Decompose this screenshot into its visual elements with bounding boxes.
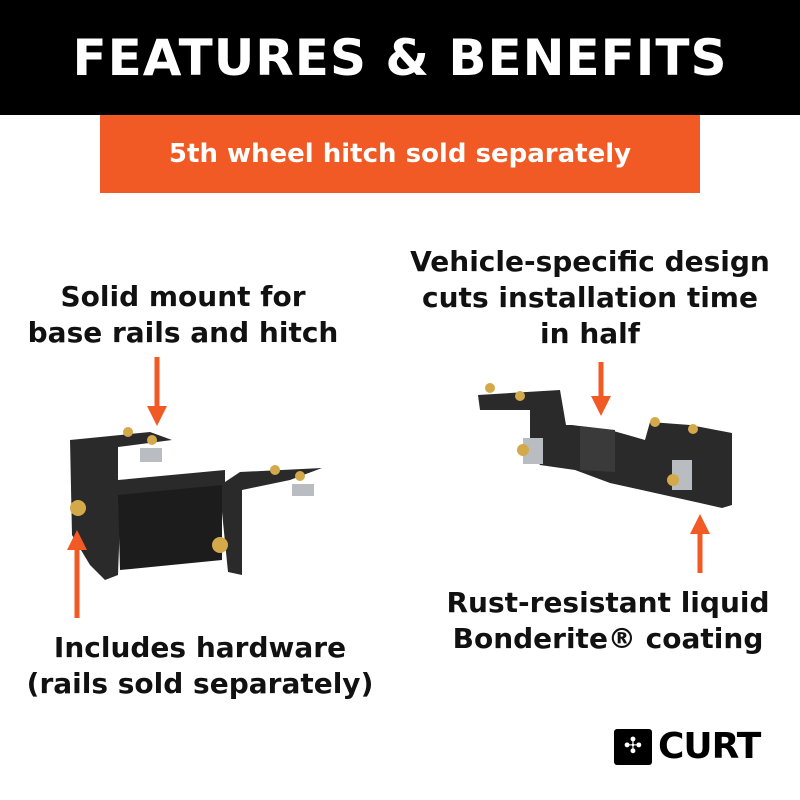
page-title: FEATURES & BENEFITS — [72, 28, 728, 87]
label-vehicle-specific: Vehicle-specific design cuts installatio… — [410, 244, 770, 352]
arrow-up-icon — [67, 530, 87, 618]
label-line: Bonderite® coating — [452, 622, 764, 655]
label-rust: Rust-resistant liquid Bonderite® coating — [446, 585, 769, 657]
label-solid-mount: Solid mount for base rails and hitch — [28, 279, 339, 351]
label-line: Vehicle-specific design — [410, 245, 770, 278]
arrow-down-icon — [147, 357, 167, 426]
arrow-down-icon — [591, 362, 611, 416]
label-line: Rust-resistant liquid — [446, 586, 770, 619]
right-bracket — [478, 383, 732, 508]
banner-text: 5th wheel hitch sold separately — [168, 139, 632, 169]
header-bar: FEATURES & BENEFITS — [0, 0, 800, 115]
label-hardware: Includes hardware (rails sold separately… — [27, 630, 374, 702]
arrow-up-icon — [690, 514, 710, 573]
notice-banner: 5th wheel hitch sold separately — [100, 115, 700, 193]
curt-logo-mark-icon: ✣ — [614, 728, 652, 765]
label-line: cuts installation time — [422, 281, 758, 314]
label-line: (rails sold separately) — [26, 667, 374, 700]
label-line: Includes hardware — [53, 631, 347, 664]
brand-wordmark: CURT — [658, 726, 761, 767]
brand-logo: ✣ CURT — [614, 726, 761, 767]
label-line: in half — [540, 317, 640, 350]
label-line: Solid mount for — [60, 280, 306, 313]
label-line: base rails and hitch — [27, 316, 339, 349]
left-bracket — [70, 427, 322, 580]
